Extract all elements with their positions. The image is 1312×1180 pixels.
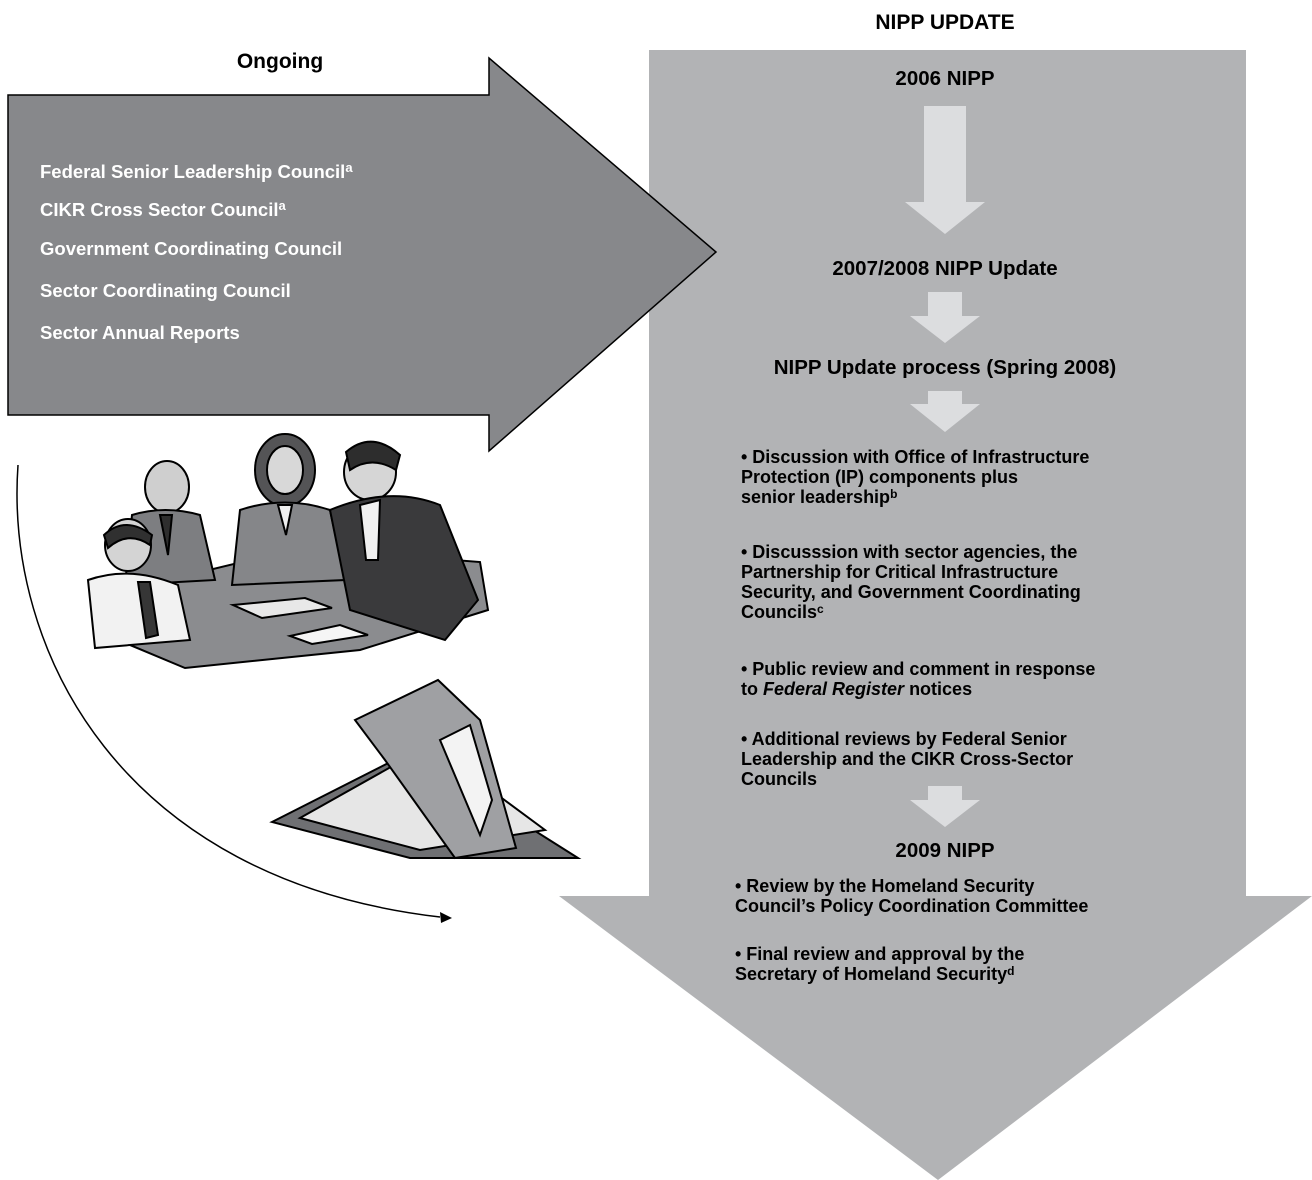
ongoing-item-sector-coordinating: Sector Coordinating Council [40, 280, 291, 301]
step-2006-nipp: 2006 NIPP [895, 67, 995, 90]
ongoing-item-federal-senior-leadership: Federal Senior Leadership Councila [40, 160, 353, 182]
ongoing-title: Ongoing [236, 50, 324, 73]
ongoing-arrow [7, 56, 718, 453]
process-item-4: • Additional reviews by Federal Senior L… [741, 729, 1074, 789]
ongoing-item-government-coordinating: Government Coordinating Council [40, 238, 343, 259]
folder-illustration [269, 678, 582, 860]
nipp-update-big-arrow [559, 50, 1312, 1180]
ongoing-item-sector-annual-reports: Sector Annual Reports [40, 322, 240, 343]
step-update-process: NIPP Update process (Spring 2008) [773, 356, 1117, 379]
feedback-curve-arrow [16, 464, 441, 918]
final-item-1: • Review by the Homeland Security Counci… [735, 876, 1089, 916]
meeting-people-illustration [86, 433, 490, 670]
step-2007-2008-update: 2007/2008 NIPP Update [832, 257, 1058, 280]
process-item-2: • Discusssion with sector agencies, the … [741, 542, 1081, 622]
connector-arrow-2007 [910, 292, 980, 343]
process-item-1: • Discussion with Office of Infrastructu… [741, 447, 1090, 507]
connector-arrow-2006 [905, 106, 985, 234]
feedback-curve-arrowhead [440, 912, 452, 923]
final-item-2: • Final review and approval by the Secre… [735, 944, 1025, 984]
nipp-update-title: NIPP UPDATE [875, 11, 1015, 34]
step-2009-nipp: 2009 NIPP [895, 839, 995, 862]
connector-arrow-2009 [910, 786, 980, 827]
connector-arrow-process [910, 391, 980, 432]
ongoing-item-cikr-cross-sector: CIKR Cross Sector Councila [40, 198, 286, 220]
process-item-3: • Public review and comment in response … [741, 659, 1096, 699]
